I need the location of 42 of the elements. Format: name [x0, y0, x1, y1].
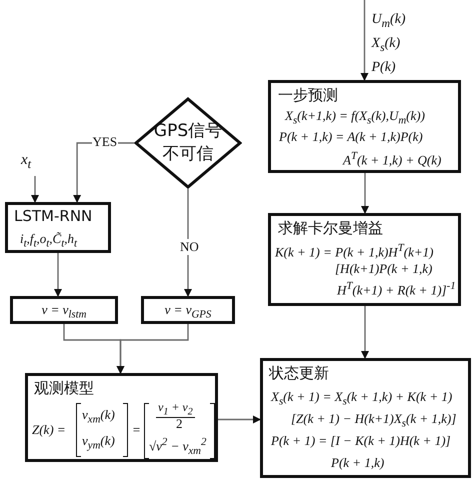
- box-heading: 求解卡尔曼增益: [278, 219, 383, 238]
- process-box: [10, 296, 118, 324]
- process-box: [5, 202, 111, 253]
- formula: v = v$_{GPS}$: [164, 302, 212, 321]
- process-box: [268, 80, 461, 173]
- formula: K(k + 1) = P(k + 1,k)H$^{T}$(k+1): [275, 242, 434, 260]
- arrow: [184, 189, 192, 297]
- arrow: [360, 0, 368, 81]
- formula: v$_{ym}$(k): [82, 433, 115, 452]
- formula: P(k + 1) = [I − K(k + 1)H(k + 1)]: [271, 433, 451, 449]
- process-box: [260, 358, 471, 478]
- process-box: [141, 296, 235, 324]
- formula: H$^{T}$(k+1) + R(k + 1)]$^{-1}$: [337, 280, 456, 298]
- formula: v = v$_{lstm}$: [40, 302, 88, 321]
- arrow: [31, 176, 39, 203]
- arrow: [54, 253, 62, 297]
- decision-diamond: [134, 97, 242, 189]
- formula: =: [132, 422, 141, 438]
- edge-label: U$_{m}$(k) X$_{s}$(k) P(k): [370, 11, 406, 77]
- process-box: [268, 213, 461, 306]
- formula: X$_{s}$(k+1,k) = f(X$_{s}$(k),U$_{m}$(k)): [285, 108, 425, 127]
- arrow: [361, 173, 369, 214]
- formula: v$_{xm}$(k): [82, 407, 115, 426]
- formula: P(k + 1,k) = A(k + 1,k)P(k): [279, 129, 423, 145]
- formula: i$_{t}$,f$_{t}$,o$_{t}$,C̃$_{t}$,h$_{t}$: [20, 231, 77, 250]
- arrow: [361, 306, 369, 359]
- edge-label: NO: [179, 238, 200, 254]
- formula: 2: [176, 416, 182, 432]
- process-box: [25, 373, 218, 462]
- formula: X$_{s}$(k + 1) = X$_{s}$(k + 1,k) + K(k + 1): [271, 389, 452, 408]
- box-heading: LSTM-RNN: [14, 207, 92, 225]
- formula: P(k + 1,k): [331, 455, 384, 471]
- arrow: [218, 416, 261, 424]
- box-heading: 观测模型: [34, 379, 94, 398]
- formula: A$^{T}$(k + 1,k) + Q(k): [343, 150, 442, 168]
- box-heading: 状态更新: [269, 364, 329, 383]
- formula: v$_{1}$ + v$_{2}$: [156, 400, 195, 418]
- formula: Z(k) =: [32, 422, 66, 438]
- arrow: [116, 324, 189, 374]
- formula: [H(k+1)P(k + 1,k): [335, 261, 432, 277]
- box-heading: 一步预测: [278, 86, 338, 105]
- formula: [Z(k + 1) − H(k+1)X$_{s}$(k + 1,k)]: [291, 411, 456, 430]
